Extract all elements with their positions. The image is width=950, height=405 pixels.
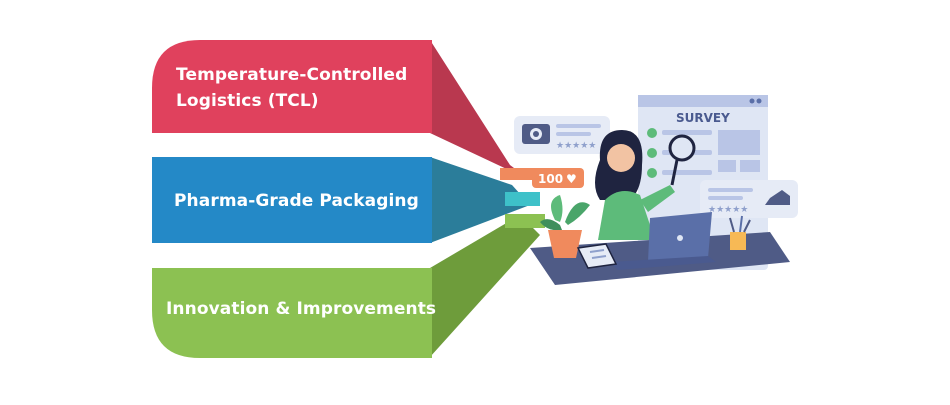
survey-title: SURVEY: [676, 111, 730, 125]
innov-connector: [430, 215, 540, 357]
band-pack: [152, 157, 432, 243]
stars-icon: ★★★★★: [556, 141, 596, 151]
pack-connector: [430, 157, 530, 243]
band-label-innovation: Innovation & Improvements: [166, 296, 436, 322]
heart-icon: ♥: [566, 172, 577, 186]
tcl-connector: [430, 40, 530, 180]
person-illustration: [595, 130, 675, 240]
stars-icon: ★★★★★: [708, 205, 748, 215]
band-label-packaging: Pharma-Grade Packaging: [174, 188, 419, 214]
shoe-icon: [765, 190, 790, 205]
band-label-line: Temperature-Controlled: [176, 65, 408, 85]
tab-teal: [505, 192, 540, 206]
band-label-line: Innovation & Improvements: [166, 299, 437, 319]
magnifier-icon: [668, 134, 696, 186]
tablet-icon: [576, 243, 618, 269]
camera-review-card: ★★★★★: [514, 116, 610, 154]
band-label-tcl: Temperature-Controlled Logistics (TCL): [176, 62, 407, 114]
laptop-icon: [610, 212, 716, 270]
likes-count: 100: [538, 172, 563, 186]
band-label-line: Pharma-Grade Packaging: [174, 191, 419, 211]
band-innov: [152, 268, 432, 358]
band-tcl: [152, 40, 432, 133]
tab-green: [505, 214, 545, 228]
pencil-holder-icon: [729, 215, 751, 250]
shoe-review-card: ★★★★★: [700, 180, 798, 218]
likes-bubble: 100 ♥: [532, 168, 584, 188]
plant-icon: [540, 195, 590, 258]
band-label-line: Logistics (TCL): [176, 91, 319, 111]
